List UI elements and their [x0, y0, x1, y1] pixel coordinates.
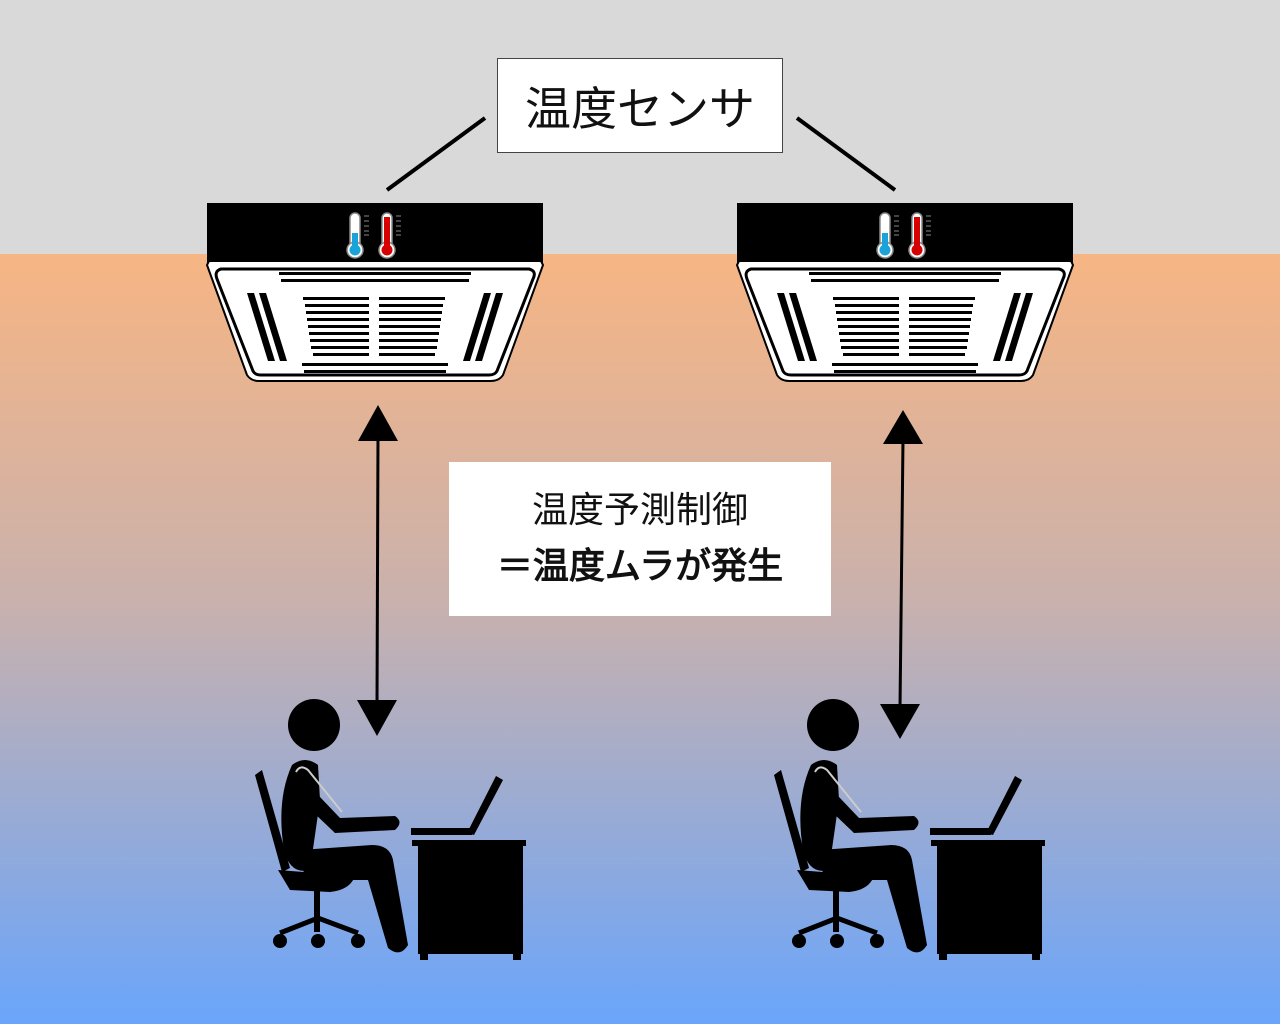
control-note-box: 温度予測制御 ＝温度ムラが発生: [449, 462, 831, 616]
control-result-text: ＝温度ムラが発生: [496, 546, 784, 587]
sensor-label-box: 温度センサ: [497, 58, 783, 153]
double-arrow-icon: [357, 405, 398, 736]
sensor-pointer-right: [795, 116, 897, 192]
room-temperature-gradient: [0, 254, 1280, 1024]
air-conditioner-icon: [735, 201, 1075, 383]
double-arrow-icon: [880, 410, 923, 739]
sensor-pointer-left: [385, 116, 487, 192]
air-conditioner-icon: [205, 201, 545, 383]
control-method-text: 温度予測制御: [531, 490, 748, 531]
sensor-label: 温度センサ: [525, 81, 755, 136]
